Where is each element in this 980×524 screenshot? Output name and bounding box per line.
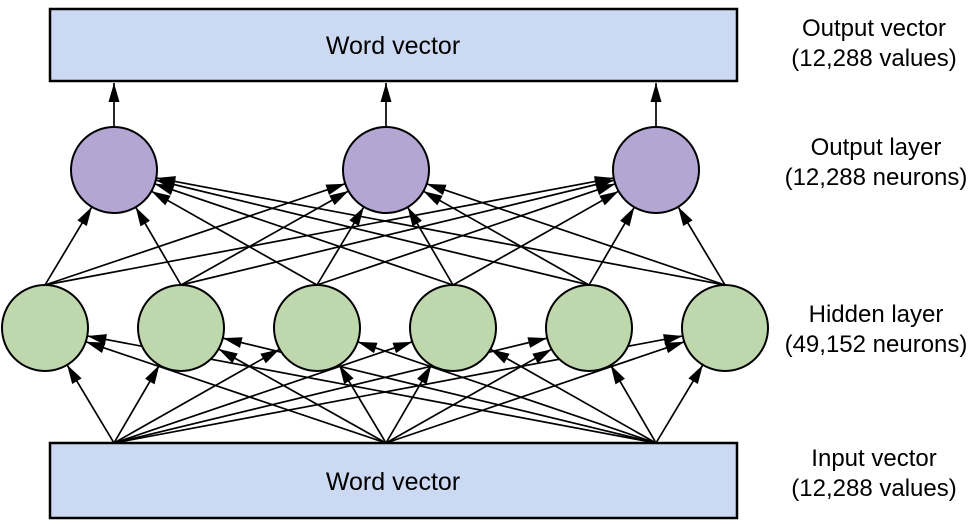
output-neuron-3 (612, 126, 700, 214)
edge-hidden-to-output (677, 206, 726, 286)
output-vector-label-line2: (12,288 values) (791, 45, 956, 72)
hidden-neuron-5 (545, 284, 633, 372)
output-neuron-2 (342, 126, 430, 214)
edge-input-to-hidden (338, 364, 387, 444)
edge-input-to-hidden (609, 364, 657, 444)
edge-hidden-to-output (155, 179, 590, 286)
edge-hidden-to-output (180, 190, 349, 286)
hidden-layer-group (1, 284, 769, 372)
edge-hidden-to-output (154, 183, 454, 286)
edge-hidden-to-output (44, 182, 346, 286)
edge-hidden-to-output (316, 183, 616, 286)
side-labels: Output vector (12,288 values) Output lay… (785, 15, 968, 502)
edge-hidden-to-output (44, 176, 614, 286)
edge-input-to-hidden (113, 348, 281, 444)
input-vector-box-label: Word vector (326, 468, 460, 496)
output-layer-group (70, 126, 700, 214)
edge-input-to-hidden (385, 341, 685, 444)
edge-input-to-hidden (85, 340, 387, 444)
edge-hidden-to-output (134, 206, 182, 286)
edge-input-to-hidden (385, 364, 433, 444)
hidden-neuron-2 (137, 284, 225, 372)
input-vector-label-line1: Input vector (811, 445, 936, 472)
output-vector-box (48, 7, 739, 83)
edge-input-to-hidden (655, 364, 704, 444)
edge-input-to-hidden (66, 364, 115, 444)
output-vector-label-line1: Output vector (802, 15, 946, 42)
input-vector-box (48, 441, 739, 520)
hidden-layer-label-line2: (49,152 neurons) (785, 331, 968, 358)
output-layer-label-line2: (12,288 neurons) (785, 164, 968, 191)
edge-input-to-hidden (113, 364, 161, 444)
hidden-neuron-6 (681, 284, 769, 372)
hidden-neuron-1 (1, 284, 89, 372)
hidden-neuron-4 (409, 284, 497, 372)
edge-hidden-to-output (452, 190, 620, 286)
edge-hidden-to-output (44, 206, 93, 286)
edge-input-to-hidden (113, 341, 413, 444)
edge-hidden-to-output (426, 183, 726, 286)
edge-input-to-hidden (218, 348, 387, 444)
edge-input-to-hidden (385, 348, 553, 444)
output-vector-box-label: Word vector (326, 32, 460, 60)
hidden-layer-label-line1: Hidden layer (809, 301, 944, 328)
hidden-neuron-3 (273, 284, 361, 372)
edge-hidden-to-output (156, 176, 726, 286)
edge-input-to-hidden (489, 348, 657, 444)
output-neuron-1 (70, 126, 158, 214)
edge-hidden-to-output (150, 190, 318, 286)
input-vector-label-line2: (12,288 values) (791, 475, 956, 502)
edge-hidden-to-output (180, 179, 615, 286)
output-layer-label-line1: Output layer (811, 134, 942, 161)
edge-input-to-hidden (357, 341, 657, 444)
edge-hidden-to-output (422, 190, 590, 286)
